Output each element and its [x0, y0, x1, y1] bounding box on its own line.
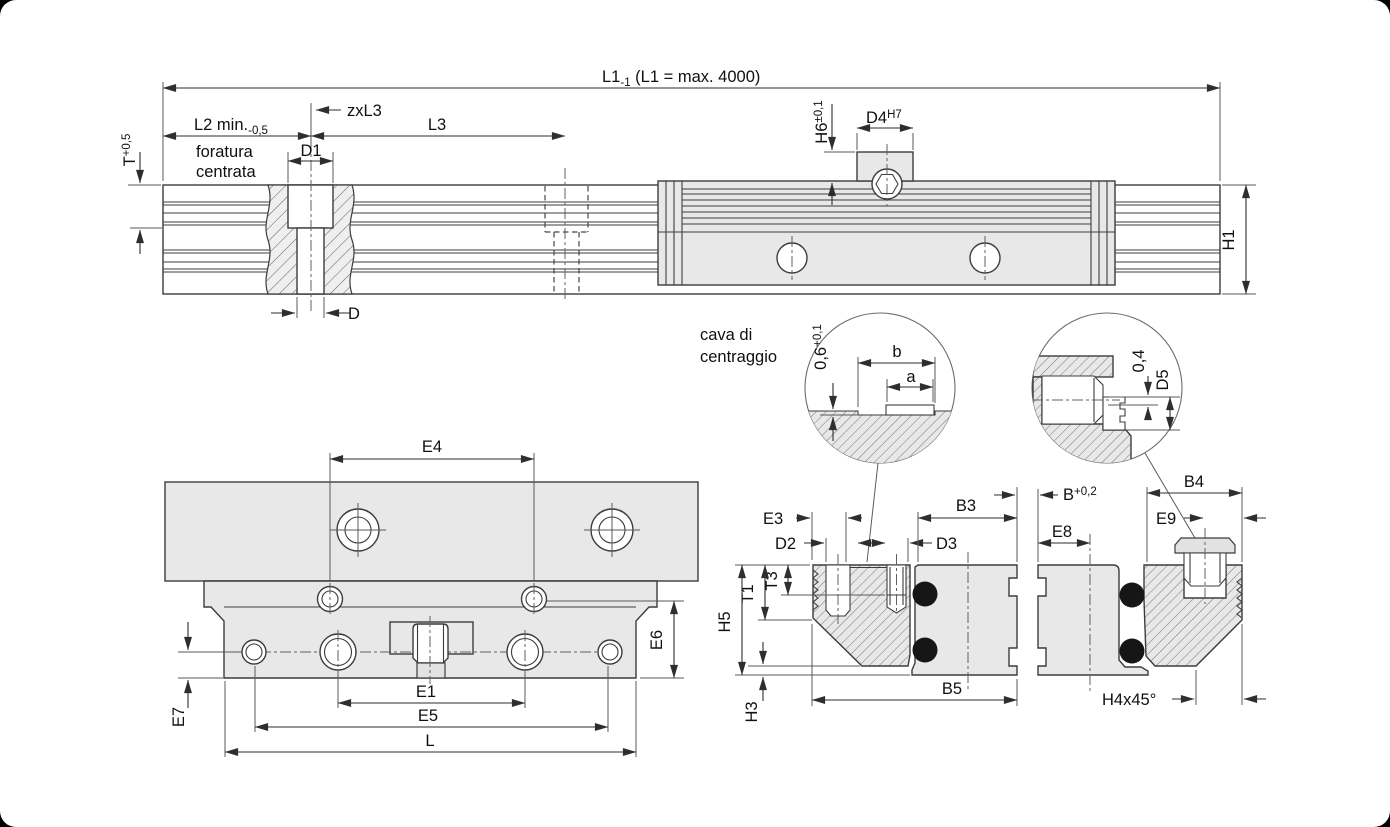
- central-lube-block: [389, 616, 474, 684]
- detail-title-line2: centraggio: [700, 348, 777, 366]
- dim-label-e4: E4: [422, 438, 442, 456]
- hex-socket-icon: [875, 173, 899, 195]
- pin-dimensions: 0,4 D5: [1108, 350, 1180, 431]
- carriage-lube-hole: [241, 639, 267, 665]
- carriage-wall-section-right: [1143, 564, 1243, 667]
- section-right-dimensions: B+0,2 E8 B4 E9 H4x45°: [994, 473, 1266, 709]
- dim-label-l3: L3: [428, 116, 446, 134]
- pin-lower-section: [1032, 423, 1132, 463]
- detail-leader: [866, 462, 879, 563]
- cross-section-right: B+0,2 E8 B4 E9 H4x45°: [994, 473, 1266, 709]
- carriage-lube-hole: [597, 639, 623, 665]
- groove-material-section: [805, 411, 955, 463]
- detail-title-line1: cava di: [700, 326, 752, 344]
- dim-label-d4: D4H7: [866, 109, 902, 127]
- dim-label-d5: D5: [1154, 369, 1172, 390]
- dim-label-e3: E3: [763, 510, 783, 528]
- plan-view: E4 E6 E7: [164, 438, 699, 757]
- dim-label-h4: H4x45°: [1102, 691, 1156, 709]
- dim-label-h5: H5: [716, 611, 734, 632]
- ball-bearing: [912, 637, 938, 663]
- dim-label-e1: E1: [416, 683, 436, 701]
- groove-dimensions: b a 0,6+0,1: [812, 324, 936, 441]
- ball-bearing: [1119, 638, 1145, 664]
- dim-label-l1: L1-1 (L1 = max. 4000): [602, 68, 760, 89]
- dim-label-t: T+0,5: [121, 134, 139, 167]
- dim-label-h1: H1: [1220, 229, 1238, 250]
- dim-label-e6: E6: [648, 630, 666, 650]
- dim-label-d: D: [348, 305, 360, 323]
- slider-edge-tab: [1102, 396, 1126, 431]
- dim-label-pin-gap: 0,4: [1130, 350, 1148, 373]
- dim-label-d2: D2: [775, 535, 796, 553]
- clamping-serrations: [1236, 577, 1243, 619]
- dim-label-b3: B3: [956, 497, 976, 515]
- dim-label-b4: B4: [1184, 473, 1204, 491]
- dim-label-d1: D1: [300, 142, 321, 160]
- ball-bearing: [1119, 582, 1145, 608]
- hidden-hole: [544, 186, 589, 293]
- dim-label-l2: L2 min.-0,5: [194, 116, 268, 137]
- carriage-mount-hole: [319, 630, 357, 674]
- carriage-mount-hole: [506, 630, 544, 674]
- note-foratura: foratura: [196, 143, 254, 161]
- dim-label-groove-depth: 0,6+0,1: [812, 324, 830, 370]
- dim-label-h6: H6±0,1: [813, 100, 831, 143]
- elevation-dimensions: L1-1 (L1 = max. 4000) zxL3 L2 min.-0,5 L…: [121, 68, 1256, 323]
- dim-label-a: a: [906, 368, 916, 386]
- dim-label-e7: E7: [170, 707, 188, 727]
- dim-label-l: L: [425, 732, 434, 750]
- centering-rib: [885, 404, 935, 416]
- cross-section-left: E3 D2 D3 B3 T3 T1 H5 H3 B5: [716, 487, 1018, 723]
- dim-label-d3: D3: [936, 535, 957, 553]
- clamping-serrations: [812, 569, 819, 611]
- rail-mounting-hole: [330, 503, 386, 557]
- dim-label-b5: B5: [942, 680, 962, 698]
- dim-label-zxl3: zxL3: [347, 102, 382, 120]
- dim-label-b: B+0,2: [1063, 486, 1097, 504]
- pin-head-section: [1032, 355, 1114, 378]
- dim-label-b: b: [892, 343, 901, 361]
- side-elevation-view: L1-1 (L1 = max. 4000) zxL3 L2 min.-0,5 L…: [121, 68, 1256, 323]
- plan-dimensions: E6 E7 E1 E5 L: [170, 600, 684, 757]
- section-left-dimensions: E3 D2 D3 B3 T3 T1 H5 H3 B5: [716, 487, 1018, 723]
- dim-label-e9: E9: [1156, 510, 1176, 528]
- dim-label-t3: T3: [763, 571, 781, 590]
- carriage-top-hole: [520, 583, 548, 615]
- detail-leader: [1144, 452, 1203, 551]
- ball-bearing: [912, 581, 938, 607]
- note-centrata: centrata: [196, 163, 256, 181]
- dim-label-e8: E8: [1052, 523, 1072, 541]
- rail-mounting-hole: [584, 503, 640, 557]
- dim-label-e5: E5: [418, 707, 438, 725]
- dim-label-h3: H3: [743, 701, 761, 722]
- slider-section-right: [1037, 564, 1149, 676]
- carriage-top-hole: [316, 583, 344, 615]
- slider-section-left: [911, 564, 1018, 676]
